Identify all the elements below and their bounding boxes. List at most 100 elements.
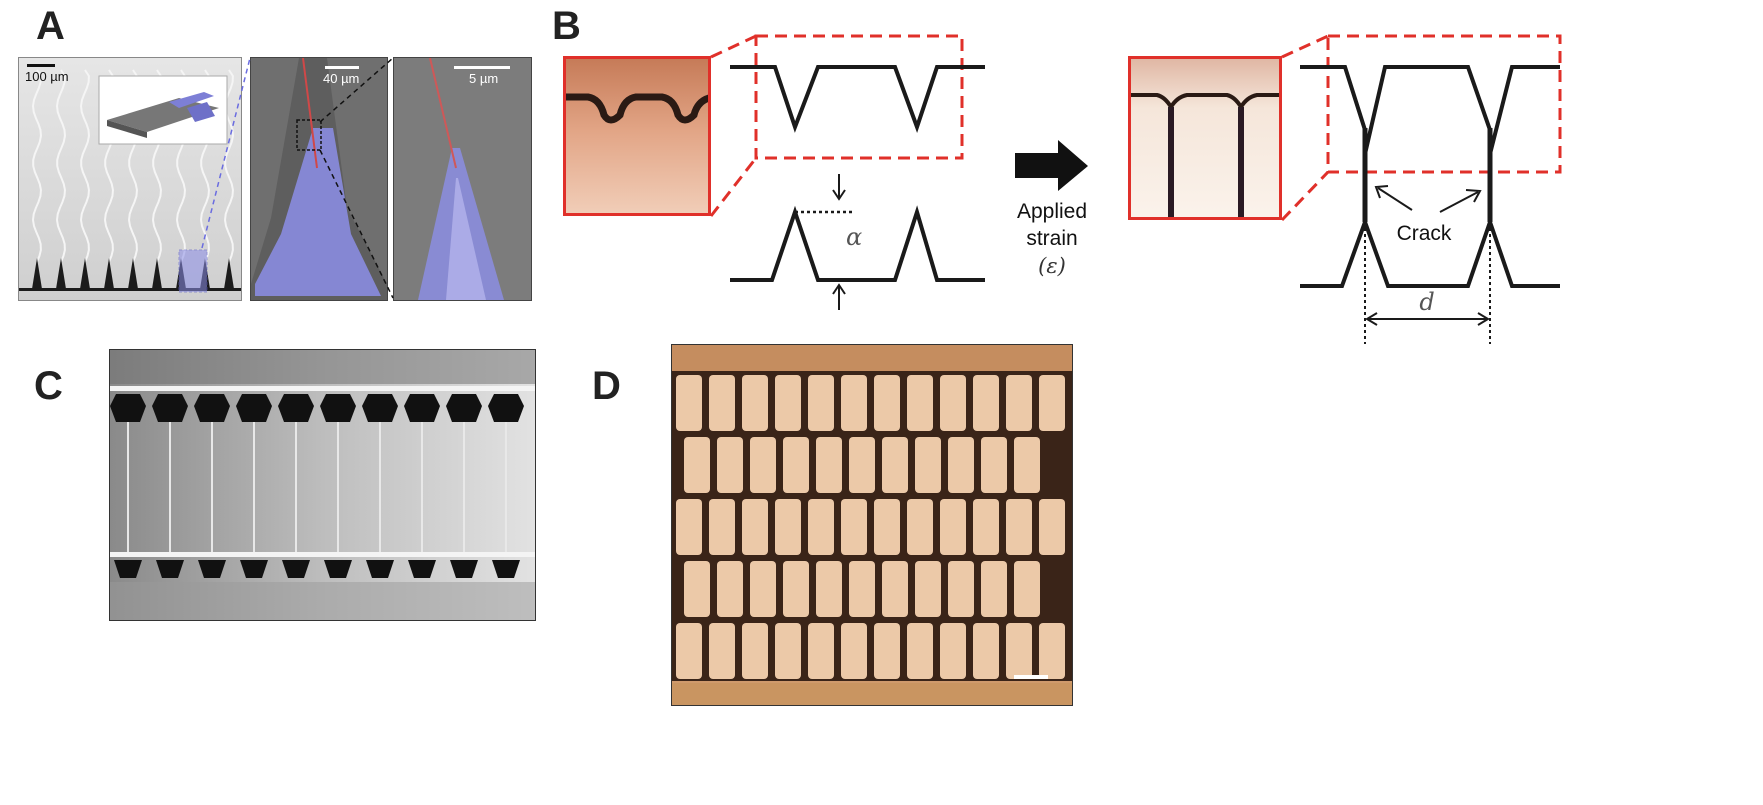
panel-b-after-drawing [1131,59,1279,217]
grid-tile [676,623,702,679]
panel-b-before-image [563,56,711,216]
profile-after-top [1300,65,1560,155]
grid-tile [808,375,834,431]
grid-tile [841,499,867,555]
grid-tile [742,375,768,431]
panel-a-detail-image: 5 µm [393,57,532,301]
profile-after-bottom [1300,215,1560,288]
bottom-notch [492,560,520,578]
grid-tile [940,623,966,679]
top-notch [446,394,482,422]
grid-tile [775,623,801,679]
grid-tile [874,623,900,679]
profile-before-top [730,65,985,134]
applied-strain-arrow [1015,140,1088,191]
wavy-channel [31,69,42,263]
crack-label: Crack [1397,222,1452,245]
grid-tile [684,437,710,493]
grid-tile [717,561,743,617]
scale-label-5um: 5 µm [469,71,499,86]
grid-tile [1039,375,1065,431]
top-notch [362,394,398,422]
scale-label-100um: 100 µm [25,69,69,84]
bottom-notch [366,560,394,578]
panel-c-drawing [110,350,535,620]
grid-tile [742,623,768,679]
grid-tile [907,623,933,679]
grid-tile [1014,561,1040,617]
grid-tile [981,561,1007,617]
panel-label-c: C [34,364,63,408]
grid-tile [775,375,801,431]
spike [80,258,90,289]
grid-tile [981,437,1007,493]
grid-tile [750,437,776,493]
wavy-channel [55,69,66,263]
bottom-notch [282,560,310,578]
grid-tile [717,437,743,493]
bottom-notch [240,560,268,578]
grid-tile [676,375,702,431]
top-notch [320,394,356,422]
spike [152,258,162,289]
panel-a-overview-image: 100 µm [18,57,242,301]
grid-tile [709,375,735,431]
top-notch [278,394,314,422]
grid-tile [849,561,875,617]
grid-tile [684,561,710,617]
grid-tile [1006,499,1032,555]
spike [56,258,66,289]
spike [104,258,114,289]
grid-tile [882,561,908,617]
panel-label-b: B [552,4,581,48]
strain-label: strain [1026,227,1077,250]
grid-tile [1039,623,1065,679]
grid-tile [1039,499,1065,555]
grid-background [672,371,1072,681]
grid-tile [783,561,809,617]
spike [224,258,234,289]
alpha-arrows [832,174,846,310]
grid-tile [709,499,735,555]
grid-tile [816,437,842,493]
zoom-box-after [1280,34,1562,222]
d-symbol: d [1419,288,1434,316]
panel-label-d: D [592,364,621,408]
panel-label-a: A [36,4,65,48]
grid-tile [948,561,974,617]
grid-tile [907,499,933,555]
grid-tile [808,623,834,679]
d-arrow [1365,312,1490,326]
top-notch [194,394,230,422]
panel-a-detail-drawing [394,58,531,300]
grid-tile [940,375,966,431]
grid-tile [915,561,941,617]
zoom-box-before [709,34,964,217]
bottom-notch [324,560,352,578]
grid-tile [742,499,768,555]
grid-tile [1014,437,1040,493]
bottom-notch [450,560,478,578]
epsilon-label: (ε) [1038,254,1066,278]
profile-before-bottom [730,205,985,282]
top-notch [488,394,524,422]
grid-tile [841,375,867,431]
spike [128,258,138,289]
grid-tile [676,499,702,555]
grid-tile [709,623,735,679]
panel-b-after-image [1128,56,1282,220]
grid-tile [973,375,999,431]
grid-tile [1006,623,1032,679]
grid-tile [750,561,776,617]
grid-tile [841,623,867,679]
grid-tile [907,375,933,431]
bottom-notch [198,560,226,578]
grid-tile [948,437,974,493]
panel-d-image [671,344,1073,706]
bottom-notch [114,560,142,578]
grid-tile [874,499,900,555]
grid-tile [816,561,842,617]
spike [32,258,42,289]
grid-tile [775,499,801,555]
